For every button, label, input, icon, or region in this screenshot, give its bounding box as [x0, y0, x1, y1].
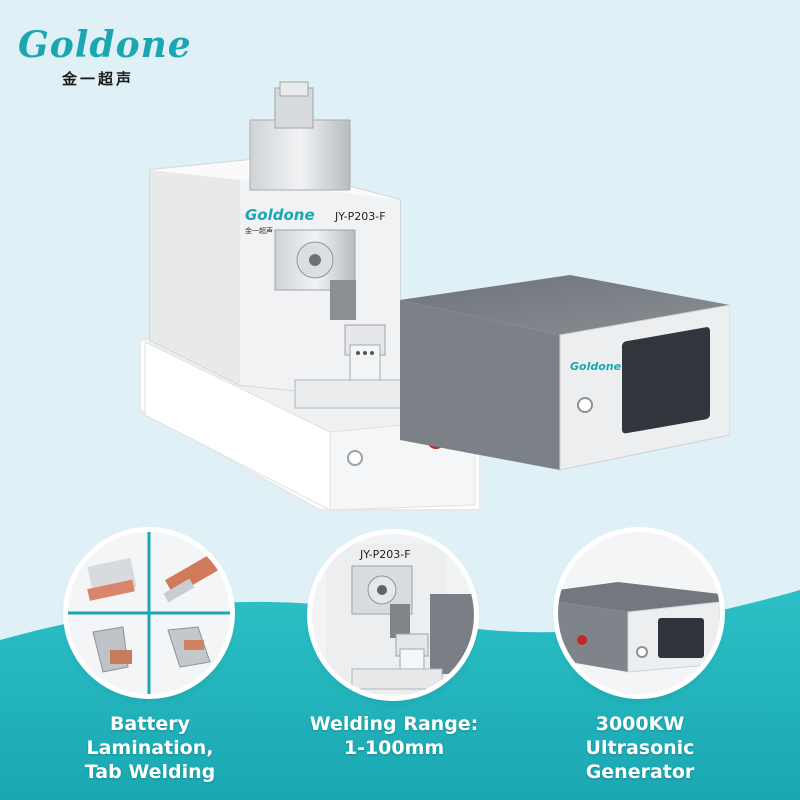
generator-logo: Goldone	[570, 360, 622, 373]
ultrasonic-generator: Goldone	[400, 275, 730, 471]
start-button-icon	[347, 450, 363, 466]
feature-image-battery	[68, 532, 230, 694]
brand-logo: Goldone 金一超声	[18, 24, 208, 88]
model-label: JY-P203-F	[334, 210, 386, 223]
mini-screen	[658, 618, 704, 658]
closeup-model-label: JY-P203-F	[359, 548, 411, 561]
product-illustration: Goldone 金一超声 JY-P203-F Goldone	[139, 81, 730, 511]
power-button-icon	[577, 397, 593, 413]
caption-line: Welding Range:	[309, 713, 479, 735]
logo-wordmark: Goldone	[18, 24, 192, 66]
caption-line: Ultrasonic	[585, 737, 695, 759]
caption-line: Battery	[109, 713, 191, 735]
front-logo: Goldone	[245, 206, 315, 224]
welder-machine: Goldone 金一超声 JY-P203-F	[139, 81, 481, 511]
generator-screen	[622, 327, 710, 434]
front-logo-cn: 金一超声	[245, 226, 273, 235]
feature-caption-generator: 3000KW Ultrasonic Generator	[530, 712, 750, 784]
caption-line: 3000KW	[595, 713, 685, 735]
caption-line: Generator	[585, 761, 695, 783]
caption-line: 1-100mm	[343, 737, 445, 759]
feature-image-generator	[558, 532, 720, 694]
ultrasonic-generator-icon	[558, 532, 720, 694]
caption-line: Lamination,	[86, 737, 214, 759]
feature-image-welding-range: JY-P203-F	[312, 534, 474, 696]
welding-head-closeup-icon: JY-P203-F	[312, 534, 474, 696]
feature-caption-welding-range: Welding Range: 1-100mm	[284, 712, 504, 760]
feature-caption-battery: Battery Lamination, Tab Welding	[40, 712, 260, 784]
battery-tab-samples-icon	[68, 532, 230, 694]
caption-line: Tab Welding	[84, 761, 216, 783]
logo-chinese: 金一超声	[62, 70, 135, 88]
